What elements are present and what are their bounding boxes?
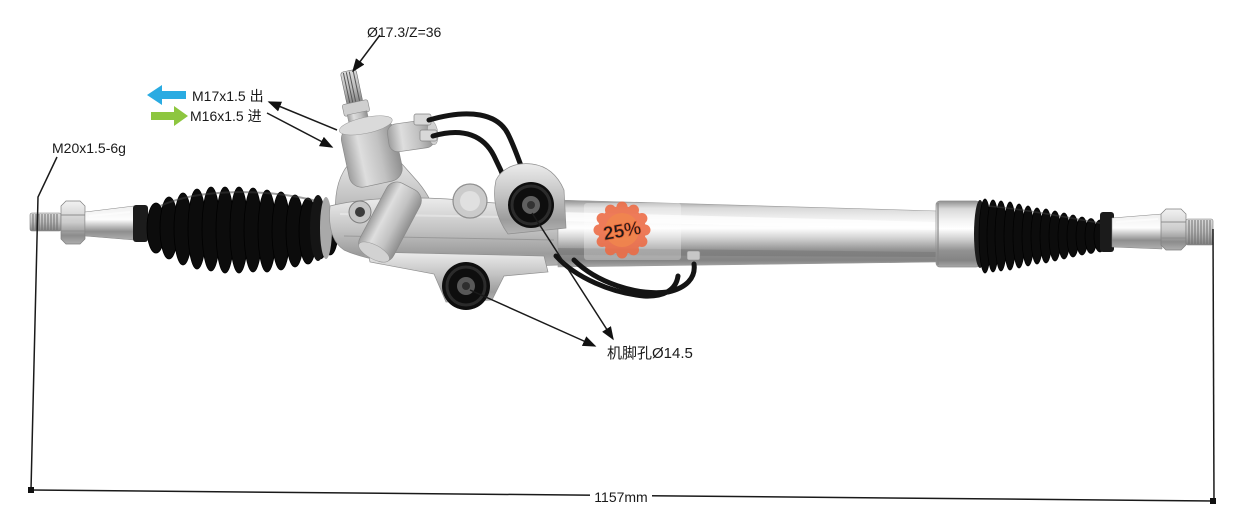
label-overall-length: 1157mm: [594, 489, 647, 505]
hydraulic-pipes-under-tube: [553, 253, 697, 299]
left-inner-rod: [84, 205, 135, 241]
label-mounting-hole: 机脚孔Ø14.5: [607, 345, 693, 362]
label-spline-spec: Ø17.3/Z=36: [367, 24, 442, 40]
label-outlet-port: M17x1.5 出: [192, 88, 264, 104]
steering-gear-housing: [329, 69, 559, 303]
right-rod-highlight: [1115, 218, 1159, 223]
inlet-arrow-icon: [151, 106, 188, 126]
label-inlet-port: M16x1.5 进: [190, 108, 262, 124]
dimension-tick-left: [28, 487, 34, 493]
extension-line-right: [1212, 228, 1215, 502]
right-lock-nut: [1160, 208, 1187, 251]
leader-m20-and-extension-left: [30, 156, 58, 491]
left-bellows-boot: [146, 186, 339, 274]
leader-inlet: [266, 112, 334, 148]
leader-spline: [352, 34, 381, 73]
hydraulic-cylinder-tube: [557, 199, 981, 268]
discount-badge: 25%: [584, 201, 681, 260]
left-thread-hatching: [32, 214, 58, 230]
mounting-points: [442, 163, 567, 310]
leader-outlet: [267, 101, 338, 131]
housing-boot-collar: [320, 197, 332, 259]
left-rod-highlight: [88, 211, 131, 217]
tube-end-cap: [935, 200, 981, 268]
outlet-arrow-icon: [147, 85, 186, 105]
tube-reflection: [558, 248, 938, 257]
left-boot-sheen: [159, 191, 326, 207]
pipe-clip: [686, 250, 701, 261]
right-inner-rod: [1111, 213, 1163, 250]
left-boot-clamp: [133, 205, 148, 242]
housing-eyelet-hole: [355, 207, 365, 217]
right-boot-sheen: [987, 205, 1106, 225]
right-boot-clamp: [1100, 212, 1114, 252]
left-lock-nut: [60, 200, 86, 245]
leader-mount-hole-1: [531, 212, 614, 341]
badge-inner-disc: [605, 213, 639, 247]
spline-teeth: [342, 70, 361, 104]
left-nut-facets: [61, 214, 85, 232]
right-tie-rod: [1100, 208, 1214, 252]
leader-mount-hole-2: [469, 289, 597, 347]
right-nut-facets: [1161, 221, 1186, 239]
tube-highlight: [558, 212, 938, 230]
left-tie-rod: [29, 200, 148, 245]
valve-cap: [339, 115, 393, 136]
valve-housing: [339, 69, 403, 188]
dimension-tick-right: [1210, 498, 1216, 504]
label-tie-rod-thread: M20x1.5-6g: [52, 140, 126, 156]
cylinder-port-face: [460, 191, 480, 211]
right-thread-hatching: [1188, 220, 1211, 244]
length-text-backing: [590, 488, 652, 505]
lower-cylinder-boss: [358, 181, 422, 263]
pipe-inlet-lower: [553, 253, 681, 299]
right-bellows-boot: [978, 198, 1114, 274]
right-tie-rod-thread: [1185, 218, 1214, 246]
